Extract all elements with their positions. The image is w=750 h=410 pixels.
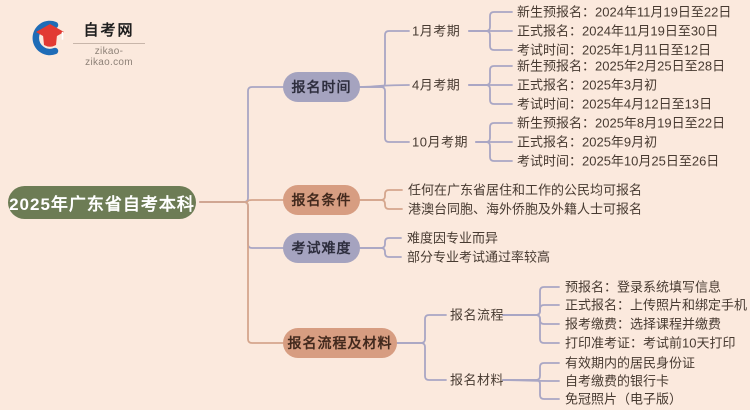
leaf-text: 免冠照片（电子版） <box>565 391 683 407</box>
leaf-text: 新生预报名：2024年11月19日至22日 <box>517 4 732 20</box>
subnode-jan-exam: 1月考期 <box>412 23 461 39</box>
subnode-apr-exam: 4月考期 <box>412 77 461 93</box>
subnode-oct-exam: 10月考期 <box>412 134 468 150</box>
graduation-cap-icon <box>32 20 64 56</box>
edge-time-to-jan <box>359 30 410 88</box>
branch-node-exam-difficulty: 考试难度 <box>283 233 360 263</box>
leaf-text: 正式报名：上传照片和绑定手机 <box>565 297 748 313</box>
edge-time-to-oct <box>359 86 410 143</box>
logo-text: 自考网 zikao-zikao.com <box>73 19 145 68</box>
leaf-text: 难度因专业而异 <box>407 230 499 246</box>
leaf-text: 有效期内的居民身份证 <box>565 355 696 371</box>
branch-node-process-and-materials: 报名流程及材料 <box>283 328 397 358</box>
leaf-text: 自考缴费的银行卡 <box>565 373 670 389</box>
root-node: 2025年广东省自考本科 <box>8 186 196 219</box>
leaf-text: 考试时间：2025年1月11日至12日 <box>517 42 712 58</box>
leaf-text: 预报名：登录系统填写信息 <box>565 279 722 295</box>
branch-node-registration-conditions: 报名条件 <box>283 185 360 215</box>
leaf-text: 港澳台同胞、海外侨胞及外籍人士可报名 <box>408 201 643 217</box>
leaf-text: 打印准考证：考试前10天打印 <box>565 335 736 351</box>
leaf-text: 考试时间：2025年4月12日至13日 <box>517 96 713 112</box>
leaf-text: 新生预报名：2025年8月19日至22日 <box>517 115 726 131</box>
edge-root-to-registration-time <box>199 86 284 203</box>
branch-node-registration-time: 报名时间 <box>283 72 360 102</box>
site-domain: zikao-zikao.com <box>85 46 133 68</box>
edge-root-to-process <box>199 201 284 344</box>
edge-root-to-difficulty <box>199 201 284 249</box>
leaf-text: 正式报名：2025年3月初 <box>517 77 658 93</box>
leaf-text: 正式报名：2024年11月19日至30日 <box>517 23 719 39</box>
site-name: 自考网 <box>73 19 145 44</box>
leaf-text: 报考缴费：选择课程并缴费 <box>565 316 722 332</box>
leaf-text: 部分专业考试通过率较高 <box>407 249 551 265</box>
subnode-registration-materials: 报名材料 <box>450 372 505 388</box>
site-logo: 自考网 zikao-zikao.com <box>28 19 145 68</box>
leaf-text: 正式报名：2025年9月初 <box>517 134 658 150</box>
leaf-text: 任何在广东省居住和工作的公民均可报名 <box>408 182 643 198</box>
leaf-text: 考试时间：2025年10月25日至26日 <box>517 153 720 169</box>
subnode-registration-process: 报名流程 <box>450 307 505 323</box>
leaf-text: 新生预报名：2025年2月25日至28日 <box>517 58 726 74</box>
